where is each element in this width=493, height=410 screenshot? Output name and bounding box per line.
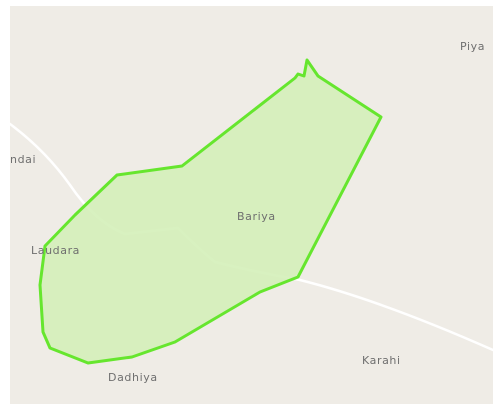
place-label-dadhiya: Dadhiya: [108, 371, 158, 384]
place-label-laudara: Laudara: [31, 244, 81, 257]
map-layer: [10, 58, 493, 365]
boundary-polygon[interactable]: [38, 58, 383, 365]
place-label-bariya: Bariya: [237, 210, 276, 223]
map-canvas[interactable]: Piya ndai Bariya Laudara Karahi Dadhiya: [10, 6, 493, 404]
place-label-piya: Piya: [460, 40, 486, 53]
place-label-karahi: Karahi: [362, 354, 401, 367]
place-label-ndai: ndai: [10, 153, 37, 166]
